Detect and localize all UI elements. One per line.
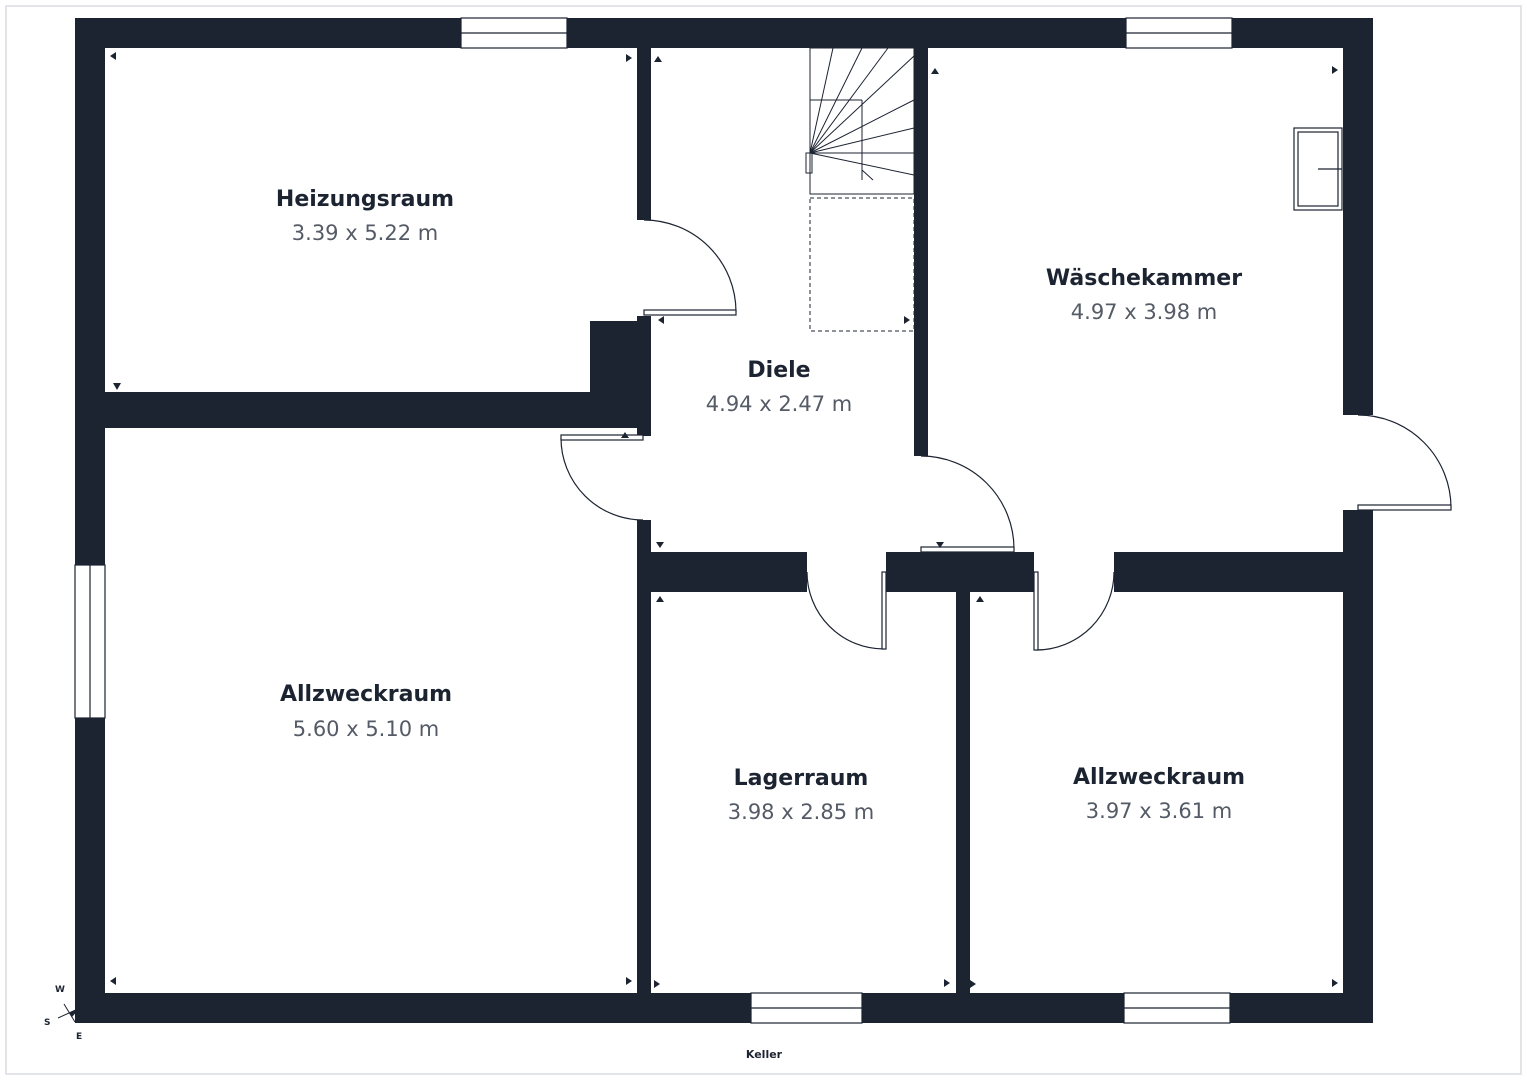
- room-name-heizungsraum: Heizungsraum: [276, 187, 454, 212]
- windows: [74, 17, 1233, 1024]
- doors: [560, 219, 1452, 651]
- room-name-lagerraum: Lagerraum: [734, 766, 869, 791]
- page-frame: [5, 5, 1522, 1075]
- room-name-waeschekammer: Wäschekammer: [1046, 266, 1242, 291]
- door-allzweckraum-west: [560, 437, 644, 521]
- door-waeschekammer: [920, 455, 1015, 550]
- compass-north: N: [88, 999, 96, 1009]
- compass-west: W: [55, 985, 65, 995]
- compass-east: E: [76, 1032, 82, 1042]
- room-dims-heizungsraum: 3.39 x 5.22 m: [292, 221, 438, 245]
- room-dims-waeschekammer: 4.97 x 3.98 m: [1071, 300, 1217, 324]
- room-labels: Heizungsraum 3.39 x 5.22 m Diele 4.94 x …: [276, 187, 1245, 824]
- door-heizungsraum: [643, 219, 737, 313]
- floor-label: Keller: [746, 1048, 783, 1061]
- room-dims-allzweckraum-west: 5.60 x 5.10 m: [293, 717, 439, 741]
- room-dims-lagerraum: 3.98 x 2.85 m: [728, 800, 874, 824]
- walls: [75, 18, 1373, 1023]
- room-name-allzweckraum-east: Allzweckraum: [1073, 765, 1245, 790]
- appliance-icon: [1293, 127, 1343, 211]
- room-name-allzweckraum-west: Allzweckraum: [280, 682, 452, 707]
- compass-icon: W N S E: [44, 985, 96, 1042]
- room-dims-diele: 4.94 x 2.47 m: [706, 392, 852, 416]
- room-name-diele: Diele: [747, 358, 810, 383]
- room-dims-allzweckraum-east: 3.97 x 3.61 m: [1086, 799, 1232, 823]
- door-allzweckraum-east: [1035, 571, 1115, 651]
- door-lagerraum: [806, 571, 885, 650]
- compass-south: S: [44, 1018, 50, 1028]
- door-exterior: [1357, 414, 1452, 509]
- corner-markers: [110, 52, 1338, 988]
- staircase: [805, 47, 915, 332]
